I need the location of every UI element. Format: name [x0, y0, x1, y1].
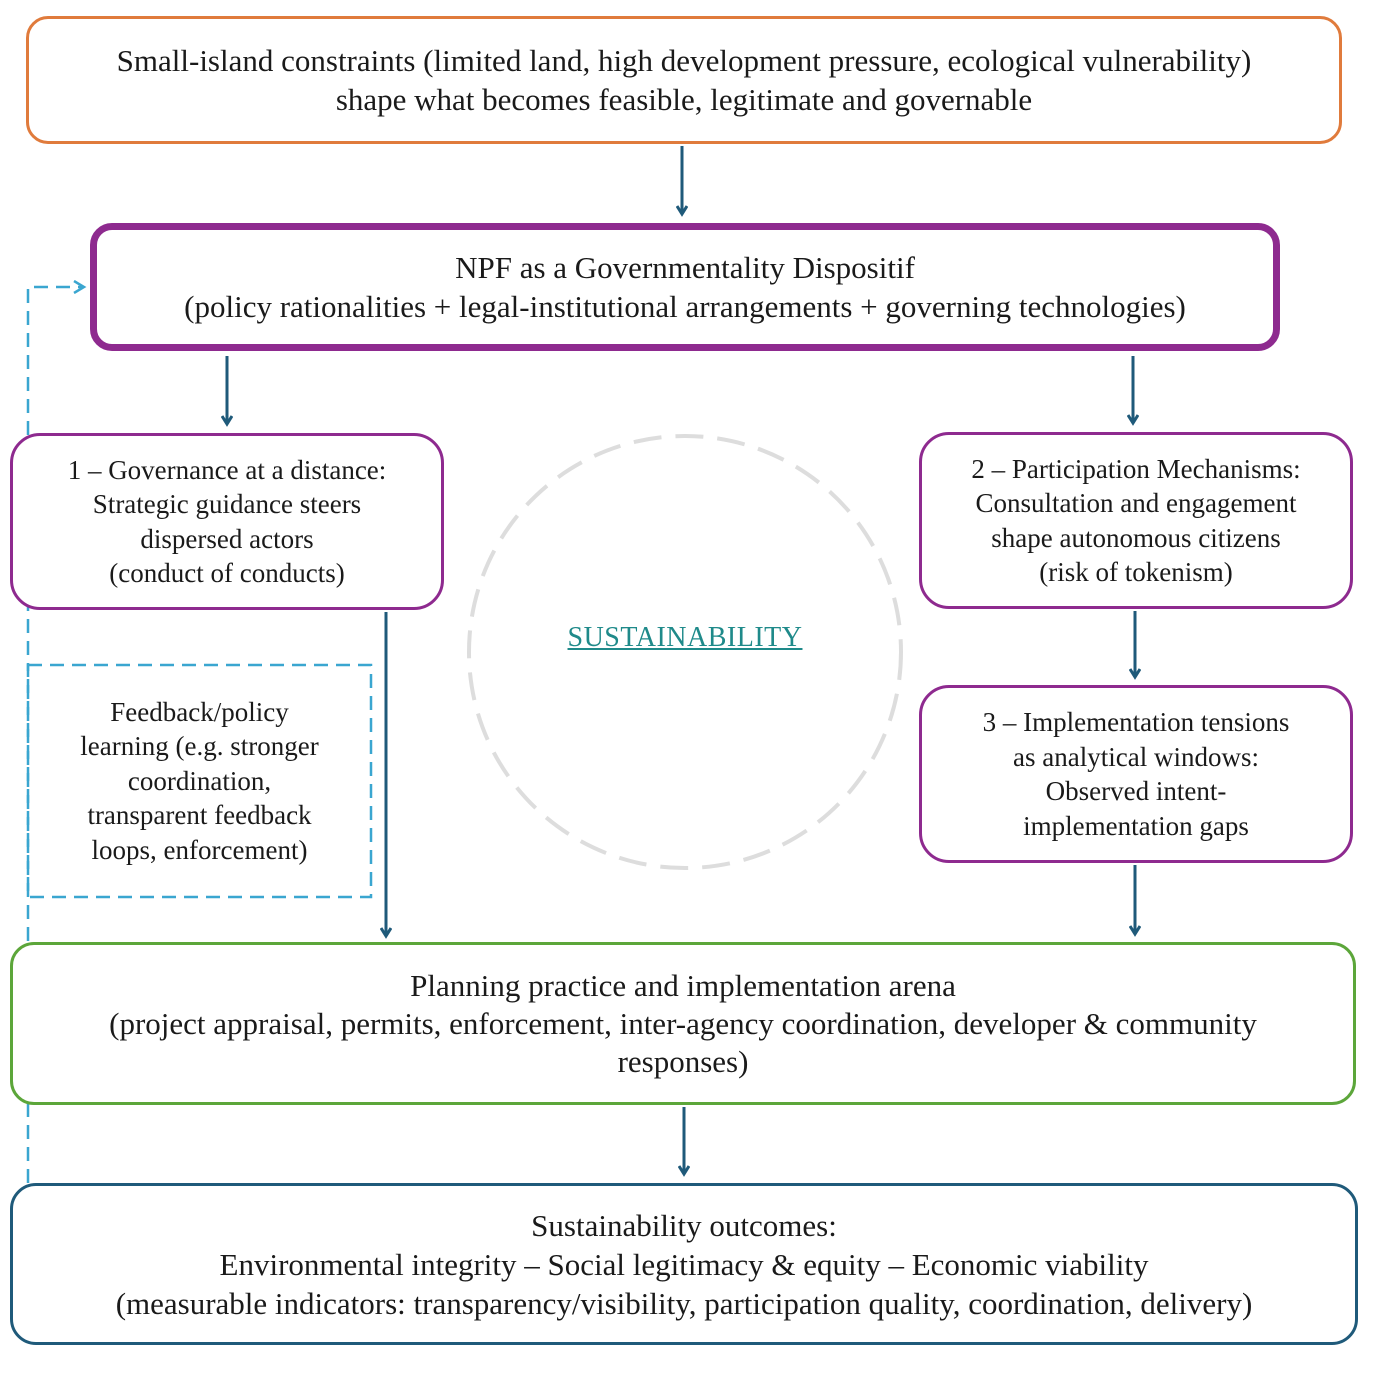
participation-line-1: 2 – Participation Mechanisms:: [971, 453, 1301, 484]
constraints-box: Small-island constraints (limited land, …: [26, 16, 1342, 144]
planning-practice-box: Planning practice and implementation are…: [10, 942, 1356, 1105]
practice-line-1: Planning practice and implementation are…: [410, 967, 956, 1003]
sustainability-outcomes-box: Sustainability outcomes: Environmental i…: [10, 1183, 1358, 1345]
governance-line-3: dispersed actors: [140, 523, 314, 554]
outcomes-line-1: Sustainability outcomes:: [531, 1207, 837, 1243]
constraints-line-1: Small-island constraints (limited land, …: [116, 43, 1252, 78]
participation-line-3: shape autonomous citizens: [991, 522, 1281, 553]
outcomes-line-3: (measurable indicators: transparency/vis…: [115, 1285, 1253, 1321]
practice-line-2: (project appraisal, permits, enforcement…: [109, 1005, 1257, 1041]
feedback-line-1: Feedback/policy: [110, 696, 289, 727]
implementation-line-1: 3 – Implementation tensions: [982, 707, 1290, 737]
implementation-line-4: implementation gaps: [1023, 810, 1249, 841]
practice-line-3: responses): [617, 1043, 749, 1079]
feedback-line-5: loops, enforcement): [91, 834, 308, 865]
governance-line-2: Strategic guidance steers: [92, 489, 362, 519]
participation-mechanisms-box: 2 – Participation Mechanisms: Consultati…: [919, 432, 1353, 609]
npf-dispositif-box: NPF as a Governmentality Dispositif (pol…: [90, 223, 1280, 351]
feedback-line-2: learning (e.g. stronger: [80, 731, 319, 762]
npf-line-1: NPF as a Governmentality Dispositif: [455, 250, 915, 285]
implementation-line-2: as analytical windows:: [1013, 741, 1259, 772]
sustainability-circle: [467, 434, 903, 870]
npf-line-2: (policy rationalities + legal-institutio…: [184, 289, 1186, 324]
outcomes-line-2: Environmental integrity – Social legitim…: [219, 1246, 1149, 1282]
participation-line-4: (risk of tokenism): [1039, 557, 1233, 587]
feedback-line-3: coordination,: [127, 765, 272, 796]
governance-line-4: (conduct of conducts): [109, 558, 345, 588]
feedback-learning-box: Feedback/policy learning (e.g. stronger …: [28, 665, 371, 897]
implementation-line-3: Observed intent-: [1045, 776, 1227, 806]
feedback-dashed-frame: [26, 663, 373, 899]
participation-line-2: Consultation and engagement: [975, 488, 1297, 518]
constraints-line-2: shape what becomes feasible, legitimate …: [335, 82, 1033, 117]
governance-line-1: 1 – Governance at a distance:: [67, 454, 387, 485]
implementation-tensions-box: 3 – Implementation tensions as analytica…: [919, 685, 1353, 863]
sustainability-label: SUSTAINABILITY: [567, 622, 803, 653]
governance-at-distance-box: 1 – Governance at a distance: Strategic …: [10, 433, 444, 610]
feedback-line-4: transparent feedback: [87, 800, 312, 831]
